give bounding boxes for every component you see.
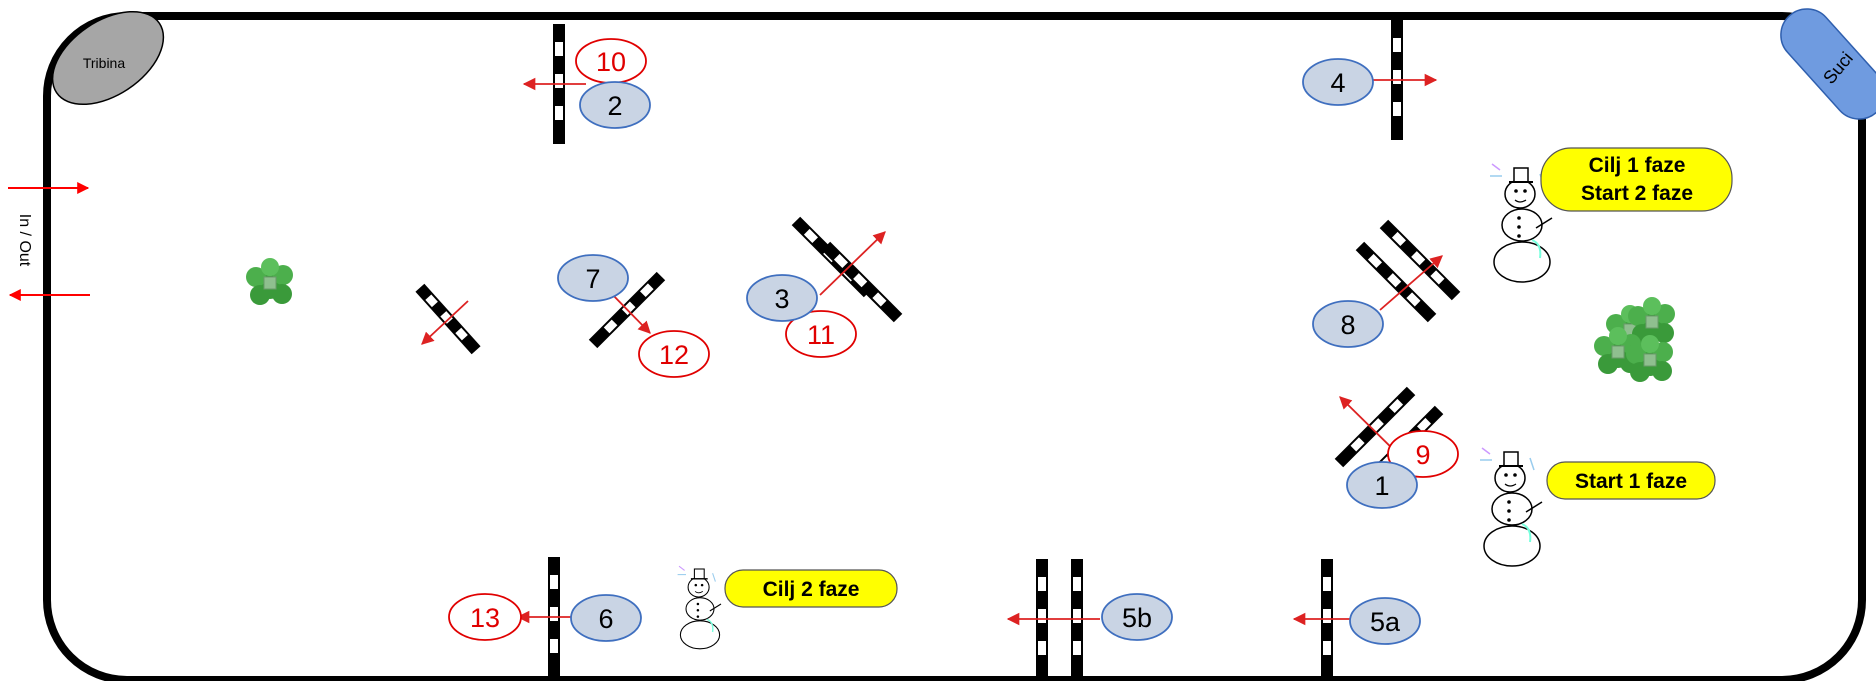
judges-box: Suci (1780, 8, 1876, 120)
snowman-icon (1479, 447, 1543, 567)
fence-left-diagonal (415, 283, 481, 355)
stand-label: Tribina (83, 55, 125, 71)
callout-phase1-finish-phase2-start: Cilj 1 faze Start 2 faze (1540, 147, 1733, 212)
marker-4: 4 (1302, 58, 1374, 106)
fence-6 (516, 557, 580, 677)
entrance-label: In / Out (16, 213, 33, 267)
svg-text:7: 7 (585, 264, 600, 294)
svg-text:12: 12 (659, 340, 689, 370)
marker-11: 11 (785, 310, 857, 358)
fence-2 (522, 24, 586, 144)
marker-1: 1 (1346, 461, 1418, 509)
svg-text:5a: 5a (1370, 607, 1401, 637)
fence-3 (791, 216, 903, 323)
marker-6: 6 (570, 594, 642, 642)
svg-text:8: 8 (1340, 310, 1355, 340)
svg-text:10: 10 (596, 47, 626, 77)
stand: Tribina (51, 10, 165, 106)
svg-text:13: 13 (470, 603, 500, 633)
marker-8: 8 (1312, 300, 1384, 348)
svg-text:Start 2 faze: Start 2 faze (1581, 182, 1693, 205)
fence-8 (1355, 219, 1461, 323)
marker-9: 9 (1387, 430, 1459, 478)
fence-5b (1006, 559, 1100, 679)
fence-4 (1370, 20, 1438, 140)
snowman-icon (676, 565, 722, 650)
marker-13: 13 (448, 593, 522, 641)
svg-text:3: 3 (774, 284, 789, 314)
marker-5a: 5a (1349, 597, 1421, 645)
svg-text:5b: 5b (1122, 603, 1152, 633)
callout-phase1-start: Start 1 faze (1546, 461, 1716, 500)
fence-5a (1292, 559, 1356, 679)
svg-text:9: 9 (1415, 440, 1430, 470)
arena-border (43, 12, 1866, 681)
svg-text:6: 6 (598, 604, 613, 634)
fence-7 (588, 271, 666, 349)
bush-icon (245, 257, 294, 306)
marker-2: 2 (579, 81, 651, 129)
svg-text:Cilj 1 faze: Cilj 1 faze (1589, 154, 1686, 177)
svg-text:Cilj 2 faze: Cilj 2 faze (763, 578, 860, 601)
marker-7: 7 (557, 254, 629, 302)
svg-text:4: 4 (1330, 68, 1345, 98)
marker-10: 10 (575, 38, 647, 84)
svg-text:1: 1 (1374, 471, 1389, 501)
marker-3: 3 (746, 274, 818, 322)
svg-text:2: 2 (607, 91, 622, 121)
svg-text:Start 1 faze: Start 1 faze (1575, 470, 1687, 493)
marker-5b: 5b (1101, 593, 1173, 641)
marker-12: 12 (638, 330, 710, 378)
svg-text:11: 11 (807, 320, 835, 350)
callout-phase2-finish: Cilj 2 faze (724, 569, 898, 608)
